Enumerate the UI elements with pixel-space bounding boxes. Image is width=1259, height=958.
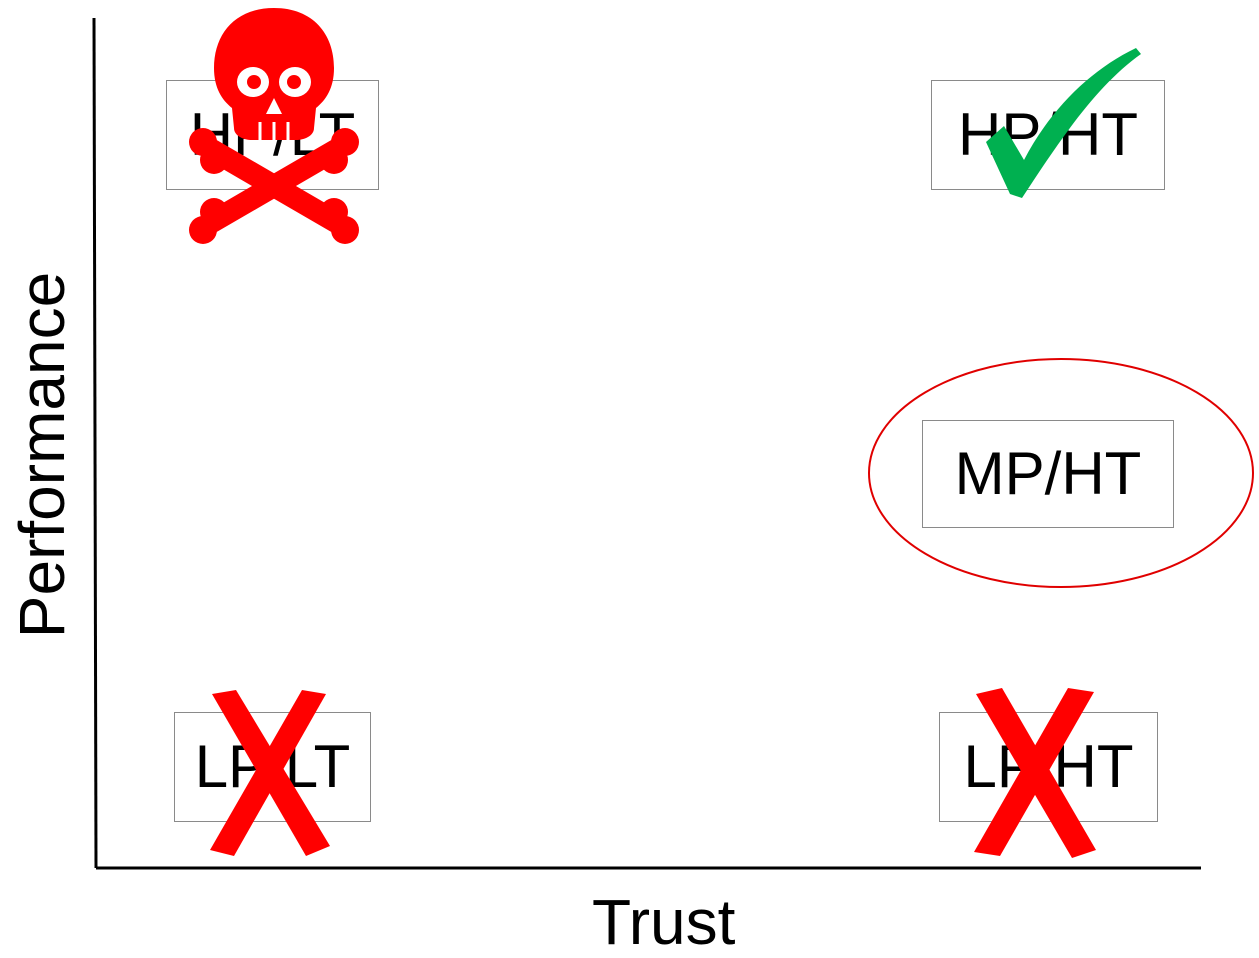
quadrant-label-hp-ht: HP/HT	[958, 101, 1138, 168]
y-axis-line	[92, 17, 98, 869]
x-axis-label: Trust	[592, 886, 736, 958]
quadrant-label-mp-ht: MP/HT	[954, 440, 1142, 507]
quadrant-label-lp-ht: LP/HT	[963, 733, 1134, 800]
quadrant-box-mp-ht: MP/HT	[922, 420, 1174, 528]
quadrant-box-hp-lt: HP/LT	[166, 80, 379, 190]
y-axis-label: Performance	[6, 271, 78, 639]
quadrant-box-hp-ht: HP/HT	[931, 80, 1165, 190]
quadrant-label-lp-lt: LP/LT	[194, 733, 351, 800]
quadrant-label-hp-lt: HP/LT	[189, 101, 356, 168]
quadrant-box-lp-lt: LP/LT	[174, 712, 371, 822]
quadrant-box-lp-ht: LP/HT	[939, 712, 1158, 822]
